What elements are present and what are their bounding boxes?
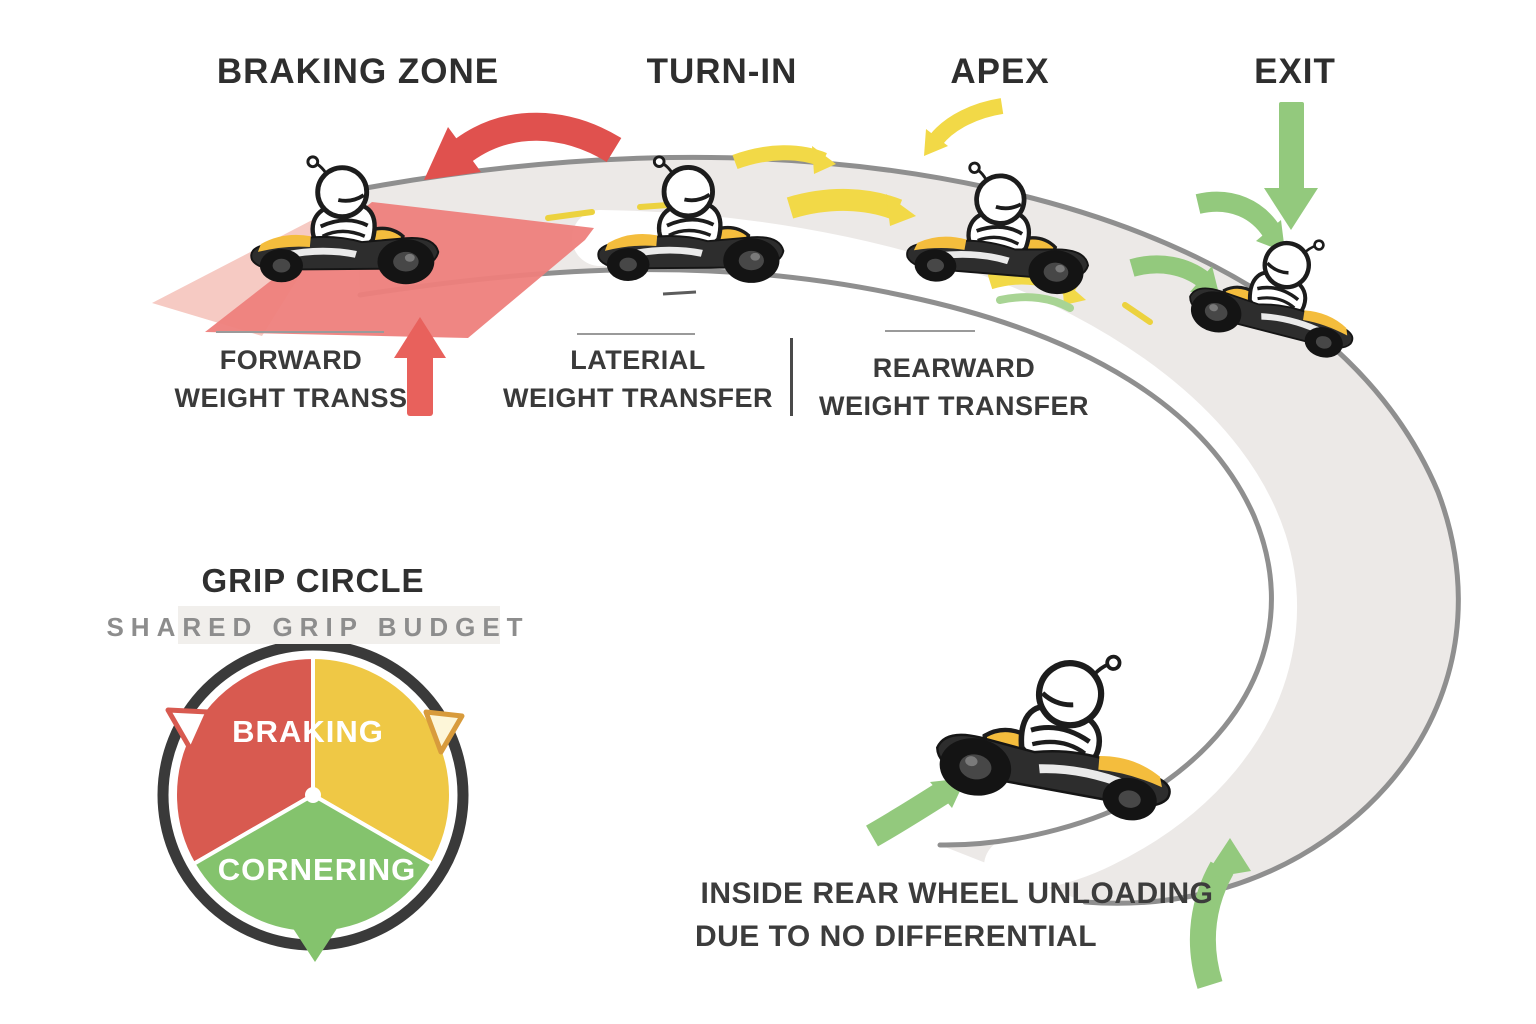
grip-circle-center-dot	[305, 787, 321, 803]
grip-circle-title: GRIP CIRCLE	[201, 562, 425, 599]
annotation-line1: INSIDE REAR WHEEL UNLOADING	[700, 877, 1214, 910]
label-forward-weight-transfer: FORWARD WEIGHT TRANSS	[175, 341, 408, 417]
phase-label-exit: EXIT	[1254, 52, 1336, 91]
racing-line-stripe	[572, 210, 1298, 894]
lane-mark	[662, 290, 697, 296]
grip-pointer-left-icon	[165, 707, 211, 753]
section-divider	[790, 338, 793, 416]
label-lateral-line1: LATERIAL	[570, 345, 706, 375]
label-lateral-weight-transfer: LATERIAL WEIGHT TRANSFER	[503, 341, 773, 417]
grip-circle-graphic	[157, 639, 469, 962]
forward-section-rule	[216, 331, 384, 333]
phase-label-braking-zone: BRAKING ZONE	[216, 52, 500, 91]
label-lateral-line2: WEIGHT TRANSFER	[503, 383, 773, 413]
kart-mid-corner	[930, 629, 1191, 829]
grip-slice-label-cornering: CORNERING	[217, 852, 417, 887]
rearward-section-rule	[885, 330, 975, 332]
lateral-section-rule	[577, 333, 695, 335]
grip-circle-bottom-tip	[281, 910, 349, 962]
phase-label-apex: APEX	[950, 52, 1050, 91]
phase-label-turn-in: TURN-IN	[646, 52, 798, 91]
forward-weight-arrow-icon	[394, 317, 446, 416]
track-band	[355, 157, 1459, 904]
grip-slice-label-braking: BRAKING	[232, 714, 384, 749]
grip-circle-subtitle: SHARED GRIP BUDGET	[106, 612, 530, 642]
label-forward-line1: FORWARD	[219, 345, 363, 375]
label-rearward-weight-transfer: REARWARD WEIGHT TRANSFER	[819, 349, 1089, 425]
apex-green-swoosh	[996, 293, 1074, 312]
grip-subtitle-band	[178, 606, 500, 644]
braking-arrow-icon	[424, 112, 622, 180]
label-rearward-line2: WEIGHT TRANSFER	[819, 391, 1089, 421]
wheel-unloading-arrows-icon	[866, 778, 1251, 989]
exit-arrows-icon	[1129, 102, 1318, 292]
label-rearward-line1: REARWARD	[872, 353, 1036, 383]
label-forward-line2: WEIGHT TRANSS	[174, 383, 408, 413]
grip-pointer-right-icon	[423, 709, 465, 755]
annotation-line2: DUE TO NO DIFFERENTIAL	[694, 920, 1098, 953]
track-outer-edge	[352, 154, 1461, 906]
